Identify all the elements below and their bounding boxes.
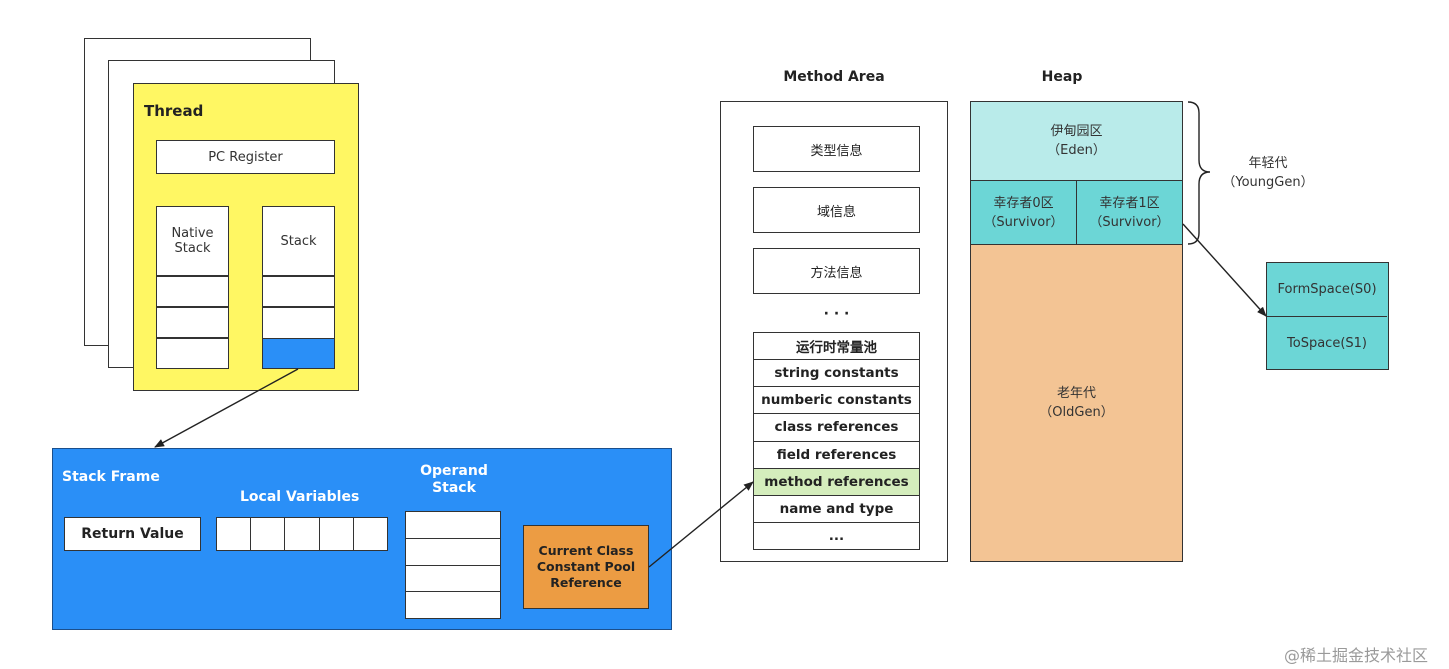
java-stack-divider (262, 275, 335, 277)
native-stack-label: Native Stack (171, 226, 214, 256)
method-area-title: Method Area (783, 69, 885, 85)
old-gen: 老年代 （OldGen） (971, 245, 1182, 561)
native-stack-divider (156, 275, 229, 277)
current-class-constant-pool-reference: Current Class Constant Pool Reference (523, 525, 649, 609)
return-value: Return Value (64, 517, 201, 551)
pc-register: PC Register (156, 140, 335, 174)
operand-slot (406, 566, 500, 593)
eden-space: 伊甸园区 （Eden） (971, 102, 1182, 181)
thread-title: Thread (144, 102, 204, 120)
local-var-slot (285, 518, 320, 550)
pool-row: ... (828, 527, 845, 544)
pool-row: field references (754, 442, 919, 469)
young-gen-label: 年轻代 （YoungGen） (1222, 156, 1314, 190)
operand-stack-label: Operand Stack (420, 463, 488, 496)
runtime-constant-pool: 运行时常量池 string constants numberic constan… (753, 332, 920, 550)
pool-row: numberic constants (754, 387, 919, 415)
type-info: 类型信息 (753, 126, 920, 172)
local-variables-label: Local Variables (240, 489, 360, 505)
watermark: @稀土掘金技术社区 (1284, 646, 1429, 665)
heap (970, 101, 1183, 562)
local-var-slot (217, 518, 252, 550)
survivor-to-detail-arrow (1182, 223, 1267, 317)
native-stack (156, 206, 229, 369)
current-frame-cell (263, 338, 334, 368)
native-stack-divider (156, 306, 229, 308)
operand-slot (406, 592, 500, 618)
heap-title: Heap (1041, 69, 1083, 85)
pool-row: class references (754, 414, 919, 442)
java-stack-label: Stack (280, 233, 317, 249)
to-space: ToSpace(S1) (1287, 335, 1367, 351)
operand-slot (406, 512, 500, 539)
operand-stack (405, 511, 501, 619)
stack-frame-title: Stack Frame (62, 469, 160, 485)
survivor-1: 幸存者1区 （Survivor） (1077, 181, 1182, 245)
from-space: FormSpace(S0) (1267, 263, 1387, 317)
local-var-slot (251, 518, 286, 550)
native-stack-divider (156, 337, 229, 339)
pool-row: string constants (754, 360, 919, 388)
ellipsis: · · · (823, 306, 850, 322)
pool-row: name and type (754, 496, 919, 523)
young-gen-brace (1187, 101, 1211, 245)
local-variables-slots (216, 517, 388, 551)
pool-row-title: 运行时常量池 (754, 333, 919, 361)
pool-row-method-references: method references (754, 468, 919, 496)
field-info: 域信息 (753, 187, 920, 233)
local-var-slot (320, 518, 354, 550)
operand-slot (406, 539, 500, 566)
local-var-slot (354, 518, 387, 550)
survivor-0: 幸存者0区 （Survivor） (971, 181, 1077, 245)
method-info: 方法信息 (753, 248, 920, 294)
survivor-detail: FormSpace(S0) ToSpace(S1) (1266, 262, 1389, 370)
java-stack-divider (262, 306, 335, 308)
